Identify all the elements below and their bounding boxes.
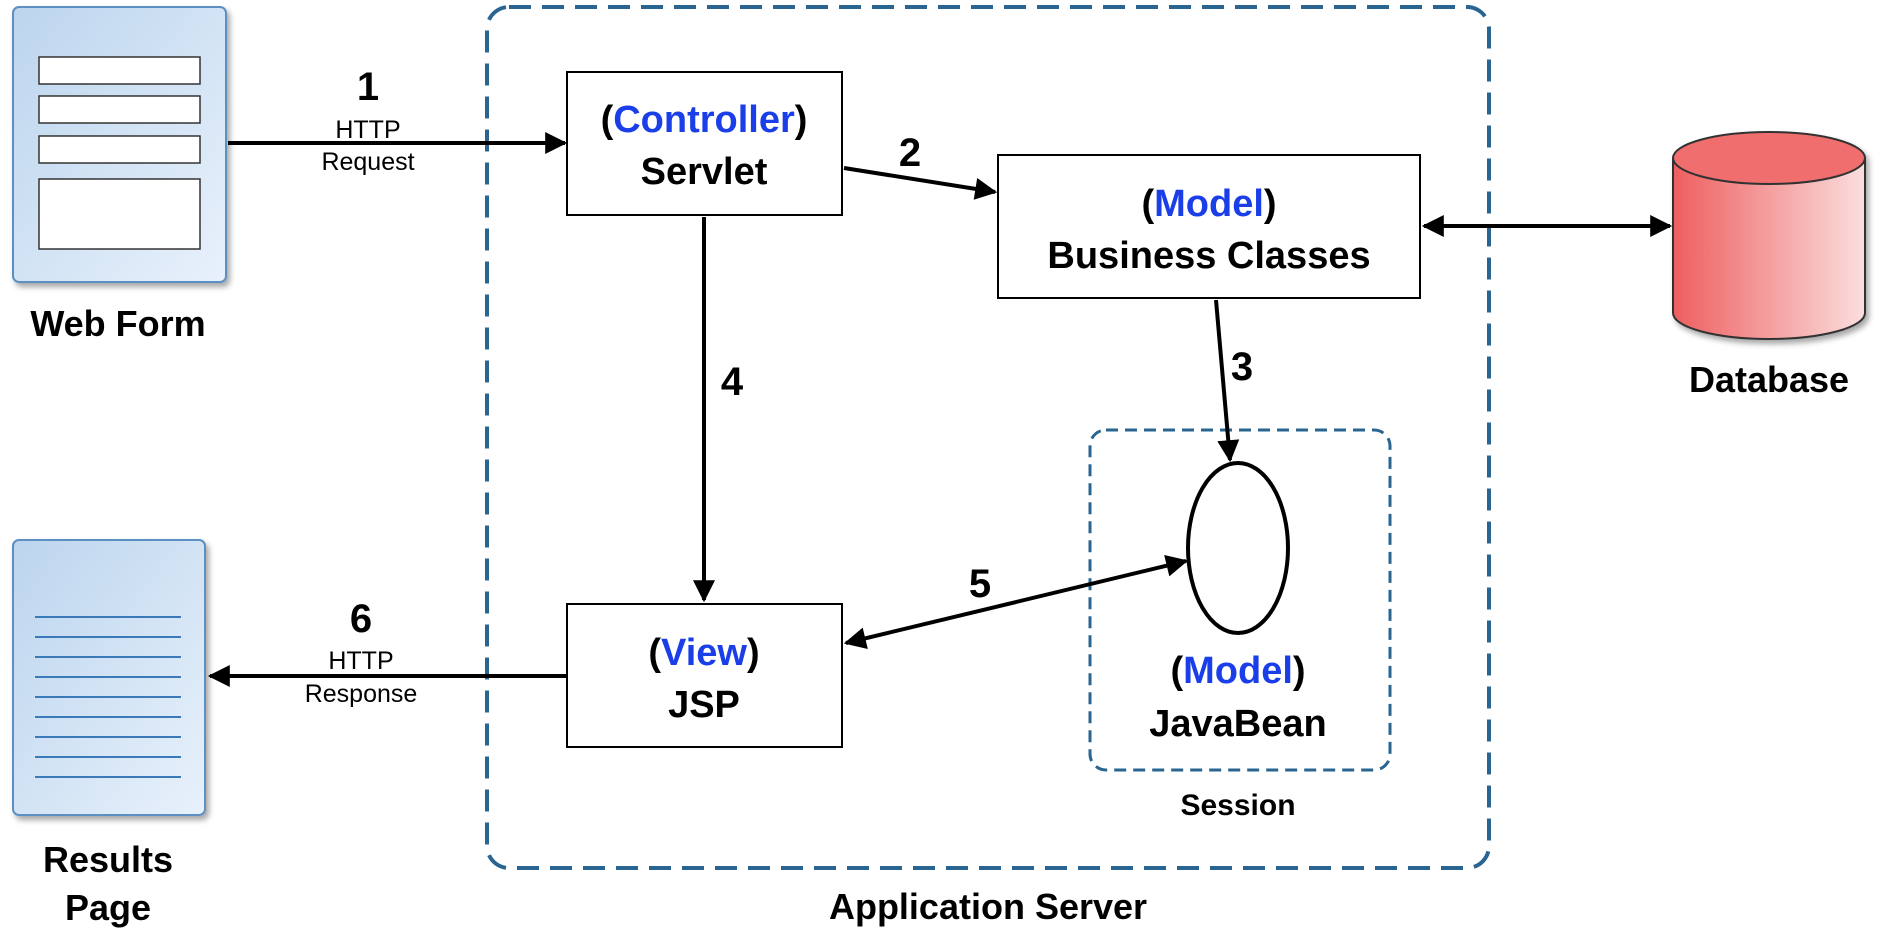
results-page-label-line1: Results xyxy=(43,839,173,880)
controller-servlet-box: (Controller) Servlet xyxy=(566,71,843,216)
edge-6-label-line2: Response xyxy=(305,680,418,708)
edge-1-label-line1: HTTP xyxy=(335,116,400,144)
app-server-container: Application Server xyxy=(485,5,1491,927)
controller-role-label: (Controller) xyxy=(601,99,808,141)
view-role-label: (View) xyxy=(648,632,759,674)
javabean-role-label: (Model) xyxy=(1170,650,1305,692)
web-form-icon xyxy=(12,6,227,283)
business-role-label: (Model) xyxy=(1141,183,1276,225)
app-server-label: Application Server xyxy=(829,886,1147,927)
controller-name-label: Servlet xyxy=(641,151,768,193)
edge-1-number: 1 xyxy=(357,65,379,109)
view-name-label: JSP xyxy=(668,684,740,726)
business-classes-box: (Model) Business Classes xyxy=(997,154,1421,299)
web-form-label: Web Form xyxy=(30,303,205,344)
edge-3-arrow xyxy=(1214,299,1240,463)
database-label: Database xyxy=(1689,359,1849,400)
results-page-label-line2: Page xyxy=(65,887,151,928)
edge-4-number: 4 xyxy=(721,360,744,404)
view-jsp-box: (View) JSP xyxy=(566,603,843,748)
session-label: Session xyxy=(1180,789,1295,822)
edge-5-number: 5 xyxy=(969,562,991,606)
edge-3-number: 3 xyxy=(1231,345,1253,389)
edge-1-label-line2: Request xyxy=(321,148,414,176)
edge-6-label-line1: HTTP xyxy=(328,647,393,675)
edge-2-number: 2 xyxy=(899,131,921,175)
edge-2-arrow xyxy=(843,166,998,200)
edge-6-number: 6 xyxy=(350,597,372,641)
database-cylinder-icon xyxy=(1672,131,1866,340)
document-icon xyxy=(12,539,206,816)
javabean-name-label: JavaBean xyxy=(1149,703,1326,745)
edge-5-arrow xyxy=(843,554,1189,650)
javabean-ellipse-icon xyxy=(1186,461,1290,635)
business-name-label: Business Classes xyxy=(1047,235,1370,277)
